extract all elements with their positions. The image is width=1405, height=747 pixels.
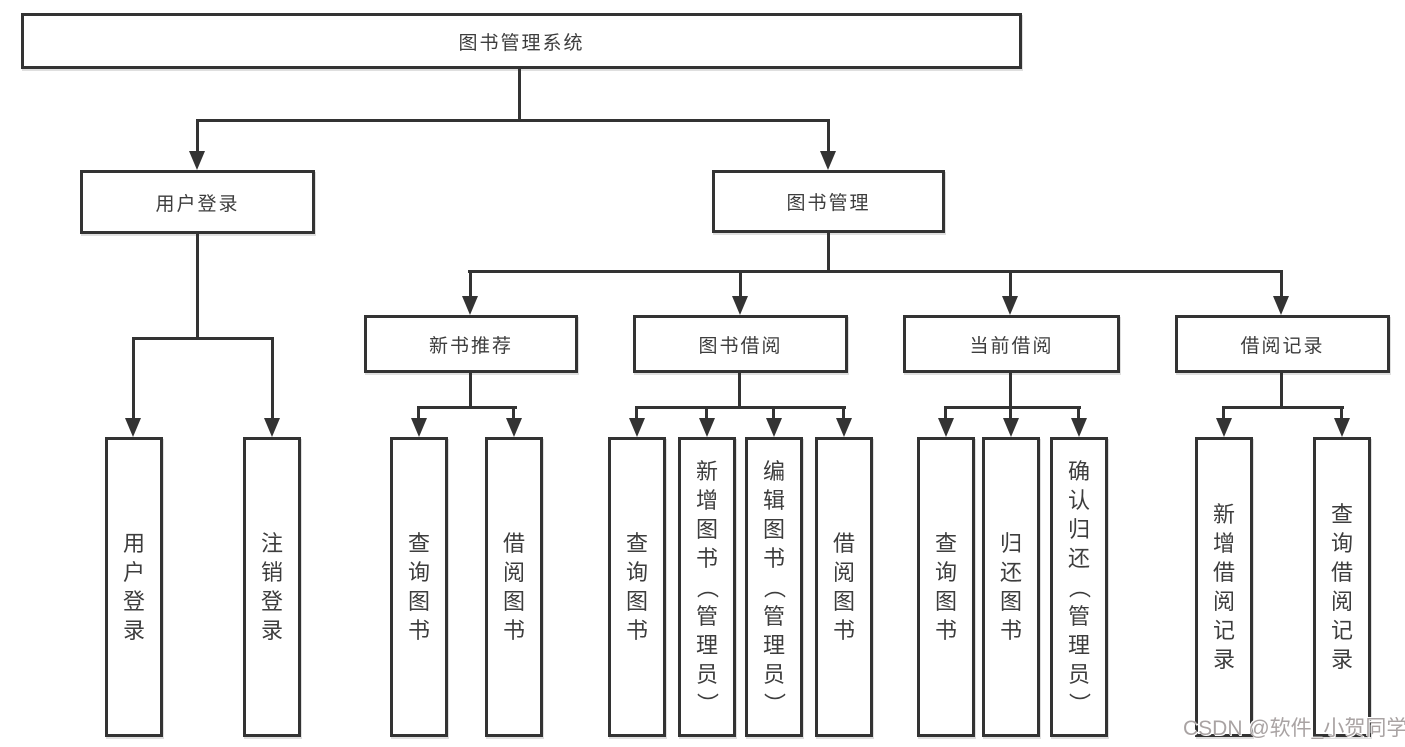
connector-mgmt-arm-1 [469, 273, 472, 296]
node-new-book-recommendation: 新书推荐 [364, 315, 578, 373]
connector-root-arm-right [827, 122, 830, 152]
connector-user-stem [196, 234, 199, 337]
connector-records-stem [1280, 373, 1283, 406]
connector-borrow-arm-1 [635, 409, 638, 418]
connector-user-horizontal [132, 337, 274, 340]
connector-current-stem [1009, 373, 1012, 406]
arrow-down-icon [462, 296, 478, 315]
arrow-down-icon [732, 296, 748, 315]
connector-borrow-stem [738, 373, 741, 406]
arrow-down-icon [506, 418, 522, 437]
arrow-down-icon [836, 418, 852, 437]
node-borrow-books-leaf-label: 借阅图书 [832, 531, 855, 643]
node-current-borrowing: 当前借阅 [903, 315, 1120, 373]
connector-newbook-arm-1 [417, 409, 420, 418]
node-return-books: 归还图书 [982, 437, 1040, 737]
connector-records-arm-1 [1222, 409, 1225, 418]
arrow-down-icon [1002, 296, 1018, 315]
node-edit-book-admin: 编辑图书（管理员） [745, 437, 803, 737]
arrow-down-icon [1071, 418, 1087, 437]
connector-borrow-arm-2 [705, 409, 708, 418]
node-query-books-recommend: 查询图书 [390, 437, 448, 737]
connector-current-arm-1 [944, 409, 947, 418]
connector-mgmt-stem [827, 233, 830, 270]
node-edit-book-admin-label: 编辑图书（管理员） [761, 458, 787, 715]
connector-mgmt-arm-4 [1280, 273, 1283, 296]
arrow-down-icon [699, 418, 715, 437]
connector-root-horizontal [196, 119, 830, 122]
connector-newbook-arm-2 [512, 409, 515, 418]
node-add-borrow-record-label: 新增借阅记录 [1212, 502, 1235, 672]
connector-records-horizontal [1222, 406, 1344, 409]
arrow-down-icon [938, 418, 954, 437]
node-query-books-current: 查询图书 [917, 437, 975, 737]
node-query-books-borrowing-label: 查询图书 [625, 531, 648, 643]
node-return-books-label: 归还图书 [999, 531, 1022, 643]
arrow-down-icon [125, 418, 141, 437]
node-user-login-label: 用户登录 [155, 193, 240, 215]
connector-current-arm-2 [1009, 409, 1012, 418]
node-borrowing-records-label: 借阅记录 [1240, 335, 1325, 357]
connector-root-stem [518, 69, 521, 119]
arrow-down-icon [820, 151, 836, 170]
connector-current-horizontal [944, 406, 1081, 409]
node-query-borrow-record: 查询借阅记录 [1313, 437, 1371, 737]
node-query-books-borrowing: 查询图书 [608, 437, 666, 737]
node-current-borrowing-label: 当前借阅 [969, 335, 1054, 357]
arrow-down-icon [189, 151, 205, 170]
csdn-watermark: CSDN @软件_小贺同学 [1183, 717, 1405, 740]
node-add-book-admin: 新增图书（管理员） [678, 437, 736, 737]
connector-user-arm-right [271, 340, 274, 418]
node-user-login: 用户登录 [80, 170, 315, 234]
node-library-management-system-label: 图书管理系统 [458, 32, 585, 54]
node-user-login-leaf: 用户登录 [105, 437, 163, 737]
node-book-management-label: 图书管理 [786, 193, 871, 214]
node-confirm-return-admin: 确认归还（管理员） [1050, 437, 1108, 737]
node-logout-leaf-label: 注销登录 [260, 531, 283, 643]
arrow-down-icon [629, 418, 645, 437]
node-borrow-books-recommend: 借阅图书 [485, 437, 543, 737]
node-new-book-recommendation-label: 新书推荐 [428, 335, 513, 357]
connector-root-arm-left [196, 122, 199, 152]
connector-borrow-horizontal [635, 406, 846, 409]
arrow-down-icon [264, 418, 280, 437]
connector-records-arm-2 [1340, 409, 1343, 418]
node-confirm-return-admin-label: 确认归还（管理员） [1066, 458, 1092, 715]
node-borrow-books-leaf: 借阅图书 [815, 437, 873, 737]
connector-user-arm-left [132, 340, 135, 418]
node-library-management-system: 图书管理系统 [21, 13, 1022, 69]
arrow-down-icon [411, 418, 427, 437]
connector-newbook-horizontal [417, 406, 517, 409]
connector-newbook-stem [469, 373, 472, 406]
connector-current-arm-3 [1077, 409, 1080, 418]
node-book-borrowing: 图书借阅 [633, 315, 848, 373]
arrow-down-icon [1003, 418, 1019, 437]
node-add-borrow-record: 新增借阅记录 [1195, 437, 1253, 737]
node-add-book-admin-label: 新增图书（管理员） [694, 458, 720, 715]
connector-mgmt-arm-3 [1009, 273, 1012, 296]
connector-borrow-arm-3 [772, 409, 775, 418]
node-user-login-leaf-label: 用户登录 [122, 531, 145, 643]
arrow-down-icon [1334, 418, 1350, 437]
node-query-books-current-label: 查询图书 [934, 531, 957, 643]
node-logout-leaf: 注销登录 [243, 437, 301, 737]
node-book-borrowing-label: 图书借阅 [698, 335, 783, 357]
arrow-down-icon [1216, 418, 1232, 437]
arrow-down-icon [766, 418, 782, 437]
node-borrow-books-recommend-label: 借阅图书 [502, 531, 525, 643]
connector-mgmt-arm-2 [739, 273, 742, 296]
node-book-management: 图书管理 [712, 170, 945, 233]
node-query-borrow-record-label: 查询借阅记录 [1330, 502, 1353, 672]
node-borrowing-records: 借阅记录 [1175, 315, 1390, 373]
connector-borrow-arm-4 [842, 409, 845, 418]
connector-mgmt-horizontal [468, 270, 1283, 273]
node-query-books-recommend-label: 查询图书 [407, 531, 430, 643]
arrow-down-icon [1273, 296, 1289, 315]
